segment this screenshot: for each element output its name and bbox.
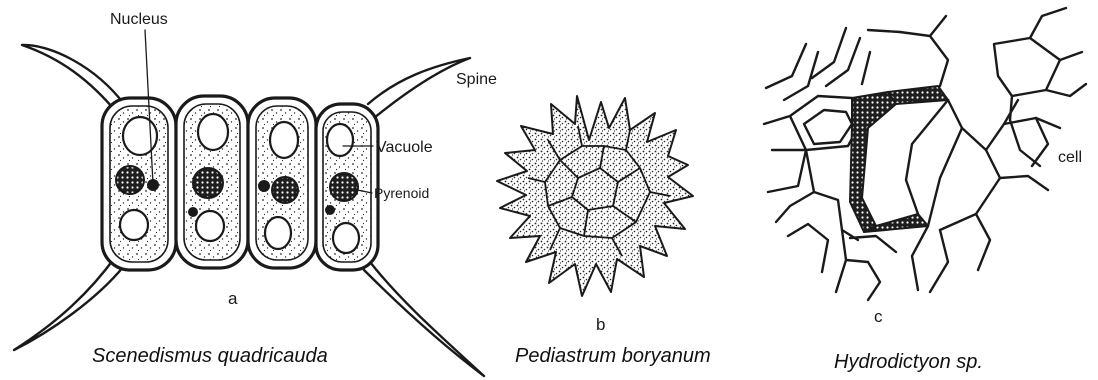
spine-top-right bbox=[368, 58, 470, 118]
panel-letter-b: b bbox=[596, 315, 605, 334]
panel-c-hydrodictyon bbox=[764, 8, 1086, 300]
cell-2 bbox=[176, 96, 248, 268]
net-strand-top bbox=[888, 86, 948, 104]
label-spine: Spine bbox=[456, 71, 497, 88]
spine-bottom-right bbox=[364, 262, 484, 376]
cell-4 bbox=[316, 104, 378, 270]
spine-top-left bbox=[22, 45, 124, 114]
label-vacuole: Vacuole bbox=[376, 139, 433, 156]
cell-1 bbox=[102, 98, 176, 270]
panel-letter-a: a bbox=[228, 289, 238, 308]
caption-pediastrum: Pediastrum boryanum bbox=[515, 345, 711, 367]
panel-letter-c: c bbox=[874, 307, 883, 326]
caption-scenedesmus: Scenedismus quadricauda bbox=[92, 345, 328, 367]
label-cell: cell bbox=[1058, 149, 1082, 166]
colony-outline bbox=[497, 96, 693, 296]
spine-bottom-left bbox=[14, 256, 124, 350]
cell-3 bbox=[248, 98, 316, 268]
panel-a-scenedesmus bbox=[14, 30, 484, 376]
label-nucleus: Nucleus bbox=[110, 11, 168, 28]
caption-hydrodictyon: Hydrodictyon sp. bbox=[834, 351, 983, 373]
label-pyrenoid: Pyrenoid bbox=[374, 185, 429, 201]
panel-b-pediastrum bbox=[497, 96, 693, 296]
net-strand-left bbox=[850, 92, 896, 232]
